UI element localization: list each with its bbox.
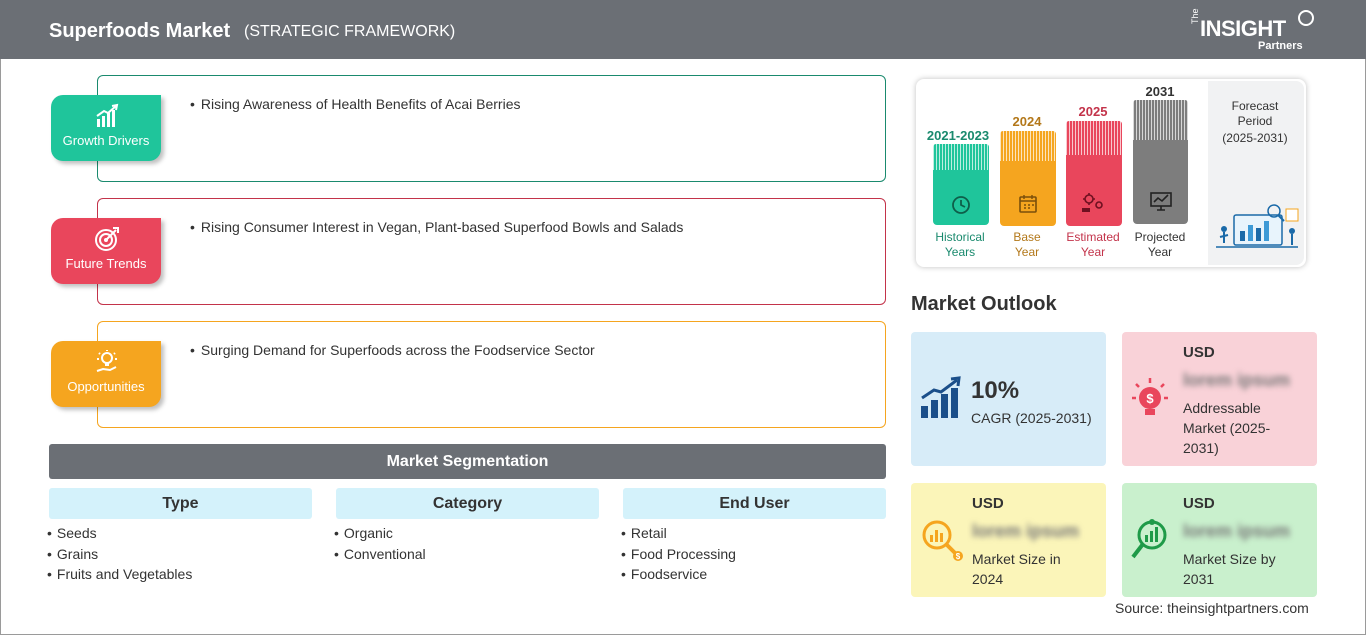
size-2024-usd: USD <box>972 495 1004 512</box>
timeline-year: 2025 <box>1078 104 1108 119</box>
cagr-card: 10% CAGR (2025-2031) <box>911 332 1106 466</box>
growth-chart-icon <box>96 103 119 127</box>
opportunities-box: Surging Demand for Superfoods across the… <box>97 321 886 428</box>
history-icon <box>952 196 970 214</box>
timeline-caption: Projected Year <box>1120 230 1200 260</box>
caption-line: Projected <box>1134 230 1186 244</box>
forecast-panel <box>1208 81 1304 265</box>
magnifier-chart-icon: $ <box>922 520 963 561</box>
growth-drivers-tag: Growth Drivers <box>51 95 161 161</box>
timeline-year: 2031 <box>1145 84 1175 99</box>
caption-line: Historical <box>935 230 985 244</box>
addressable-usd: USD <box>1183 344 1215 361</box>
opportunities-text: Surging Demand for Superfoods across the… <box>190 342 595 358</box>
logo-partners: Partners <box>1258 40 1303 52</box>
page-title: Superfoods Market <box>49 20 231 42</box>
opportunities-label: Opportunities <box>67 379 145 394</box>
header-bar: Superfoods Market (STRATEGIC FRAMEWORK) … <box>0 0 1366 59</box>
size-2031-desc: Market Size by 2031 <box>1183 549 1276 589</box>
logo-insight: INSIGHT <box>1200 16 1286 41</box>
market-size-2024-card: $ USD lorem ipsum Market Size in 2024 <box>911 483 1106 597</box>
caption-line: Year <box>1014 245 1040 259</box>
future-trends-text: Rising Consumer Interest in Vegan, Plant… <box>190 219 684 235</box>
opportunities-tag: Opportunities <box>51 341 161 407</box>
list-item: Grains <box>47 546 192 567</box>
timeline-year: 2021-2023 <box>926 128 990 143</box>
timeline-caption: Estimated Year <box>1053 230 1133 260</box>
page-subtitle: (STRATEGIC FRAMEWORK) <box>244 23 456 40</box>
future-trends-label: Future Trends <box>65 256 147 271</box>
segment-category-list: Organic Conventional <box>334 525 426 566</box>
list-item: Organic <box>334 525 426 546</box>
desc-line: 2031) <box>1183 440 1219 456</box>
caption-line: Year <box>1147 245 1173 259</box>
svg-text:$: $ <box>956 552 961 561</box>
timeline-bar <box>1066 121 1122 226</box>
desc-line: 2024 <box>972 571 1004 587</box>
segment-category-head: Category <box>336 488 599 519</box>
magnifier-growth-icon <box>1131 519 1167 559</box>
addressable-value: lorem ipsum <box>1183 370 1291 390</box>
calendar-icon <box>1019 195 1037 213</box>
segment-type-head: Type <box>49 488 312 519</box>
insight-partners-logo[interactable]: The INSIGHT Partners <box>1188 8 1318 54</box>
list-item: Food Processing <box>621 546 736 567</box>
market-size-2031-card: USD lorem ipsum Market Size by 2031 <box>1122 483 1317 597</box>
logo-ring-icon <box>1298 10 1314 26</box>
list-item: Fruits and Vegetables <box>47 566 192 587</box>
source-credit[interactable]: Source: theinsightpartners.com <box>1115 600 1309 616</box>
forecast-line: (2025-2031) <box>1222 131 1288 145</box>
market-outlook-title: Market Outlook <box>911 293 1057 315</box>
svg-text:$: $ <box>1146 391 1154 406</box>
segment-type-list: Seeds Grains Fruits and Vegetables <box>47 525 192 587</box>
segment-end-user-head: End User <box>623 488 886 519</box>
presentation-icon <box>1150 192 1172 211</box>
future-trends-box: Rising Consumer Interest in Vegan, Plant… <box>97 198 886 305</box>
caption-line: Base <box>1013 230 1041 244</box>
timeline-bar <box>1133 100 1188 224</box>
size-2024-desc: Market Size in 2024 <box>972 549 1061 589</box>
size-2024-value: lorem ipsum <box>972 521 1080 541</box>
growth-drivers-label: Growth Drivers <box>62 133 150 148</box>
logo-the: The <box>1190 8 1200 24</box>
analytics-illustration-icon <box>1216 204 1299 248</box>
dollar-bulb-icon: $ <box>1132 378 1168 415</box>
size-2031-value: lorem ipsum <box>1183 521 1291 541</box>
segmentation-title: Market Segmentation <box>49 444 886 479</box>
caption-line: Years <box>944 245 976 259</box>
addressable-desc: Addressable Market (2025- 2031) <box>1183 398 1270 458</box>
cagr-value: 10% <box>971 377 1020 404</box>
timeline-bar <box>1000 131 1056 226</box>
target-icon <box>95 227 119 251</box>
growth-bars-icon <box>921 376 961 418</box>
segment-end-user-list: Retail Food Processing Foodservice <box>621 525 736 587</box>
desc-line: Addressable <box>1183 400 1261 416</box>
cagr-label: CAGR (2025-2031) <box>971 410 1092 426</box>
growth-drivers-box: Rising Awareness of Health Benefits of A… <box>97 75 886 182</box>
desc-line: Market (2025- <box>1183 420 1271 436</box>
caption-line: Year <box>1080 245 1106 259</box>
list-item: Seeds <box>47 525 192 546</box>
forecast-period-title: Forecast Period (2025-2031) <box>1212 99 1298 146</box>
list-item: Retail <box>621 525 736 546</box>
caption-line: Estimated <box>1066 230 1120 244</box>
list-item: Foodservice <box>621 566 736 587</box>
desc-line: 2031 <box>1183 571 1215 587</box>
forecast-line: Forecast <box>1231 99 1279 113</box>
desc-line: Market Size by <box>1183 551 1276 567</box>
timeline-caption: Historical Years <box>920 230 1000 260</box>
growth-drivers-text: Rising Awareness of Health Benefits of A… <box>190 96 521 112</box>
list-item: Conventional <box>334 546 426 567</box>
addressable-market-card: $ USD lorem ipsum Addressable Market (20… <box>1122 332 1317 466</box>
timeline-bar <box>933 144 989 225</box>
timeline-year: 2024 <box>1012 114 1042 129</box>
forecast-line: Period <box>1237 114 1273 128</box>
desc-line: Market Size in <box>972 551 1061 567</box>
timeline-caption: Base Year <box>987 230 1067 260</box>
gears-icon <box>1082 193 1103 212</box>
lightbulb-hand-icon <box>96 350 117 372</box>
future-trends-tag: Future Trends <box>51 218 161 284</box>
size-2031-usd: USD <box>1183 495 1215 512</box>
